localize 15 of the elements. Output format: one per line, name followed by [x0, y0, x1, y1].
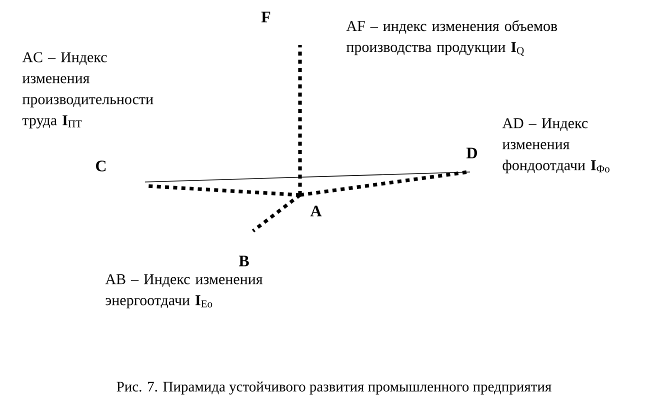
dotted-line — [252, 194, 302, 232]
point-label: A — [310, 206, 322, 216]
point-label: B — [238, 256, 249, 266]
annotation-text: AF – индекс изменения объемов производства продукции I$_{Q}$ — [346, 20, 558, 56]
dotted-line — [146, 184, 300, 197]
annotation-text: AD – Индекс изменения фондоотдачи I$_{Фо}$ — [502, 118, 610, 174]
point-label: D — [466, 148, 477, 158]
line — [144, 172, 470, 182]
dotted-line — [298, 45, 302, 195]
point-label: C — [96, 160, 106, 172]
dotted-line — [300, 170, 468, 197]
annotation-text: AC – Индекс изменения производительности труда I$_{ПТ}$ — [22, 52, 154, 128]
caption: Рис. 7. Пирамида устойчивого развития промышленного предприятия — [116, 381, 552, 395]
point-label: F — [261, 12, 270, 22]
annotation-text: AB – Индекс изменения энергоотдачи I$_{Ео}$ — [105, 274, 262, 308]
